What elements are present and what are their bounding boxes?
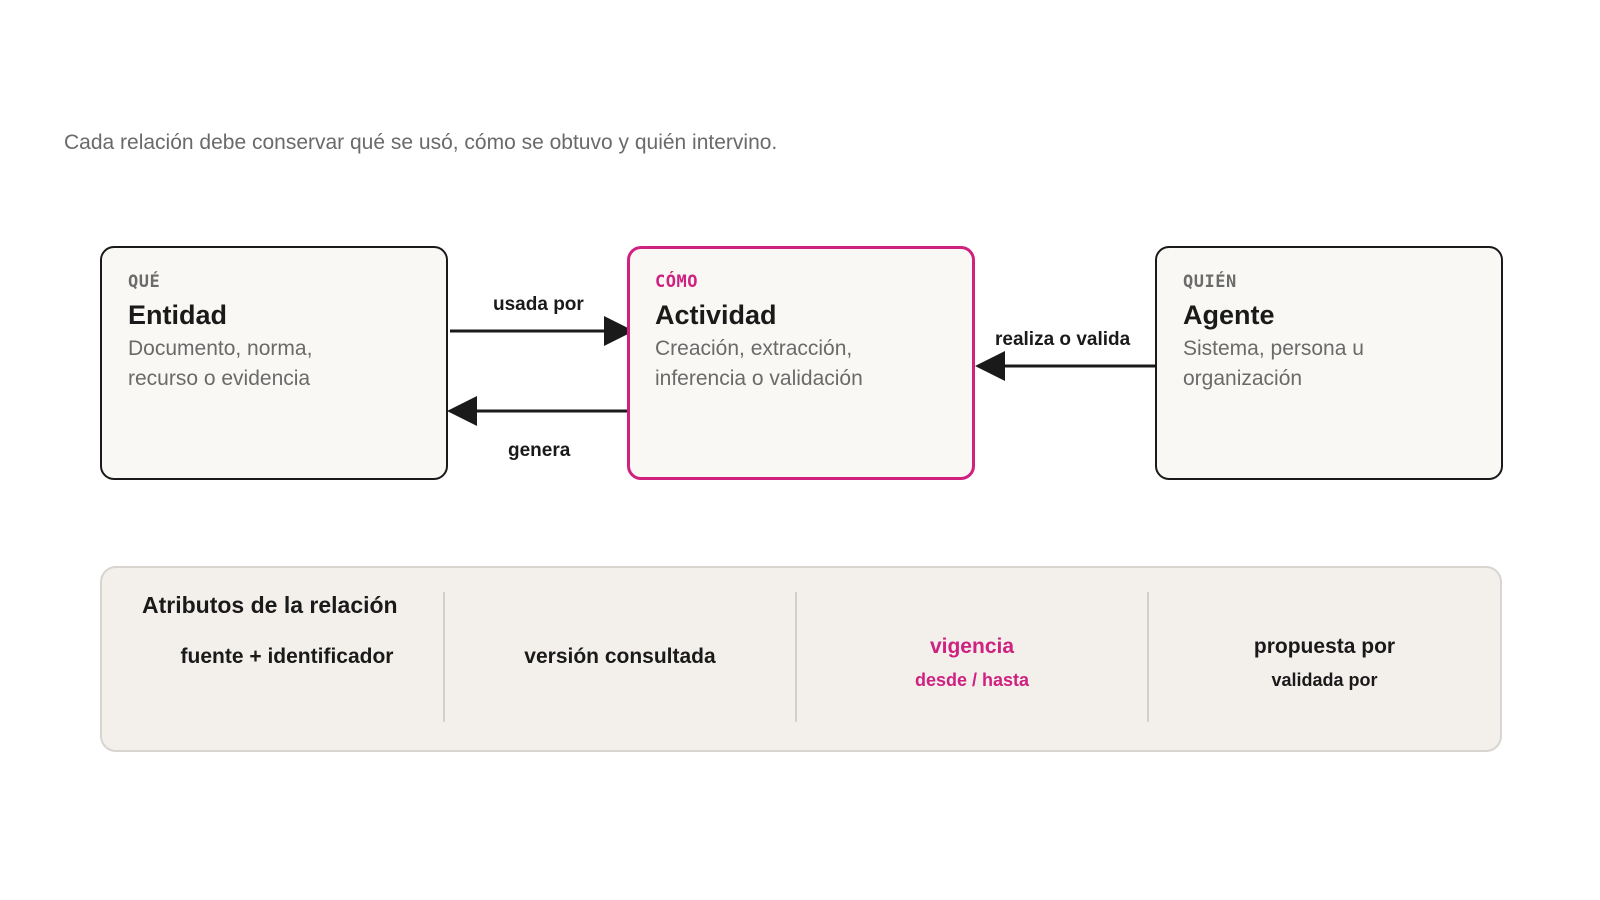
- node-kicker: CÓMO: [655, 272, 698, 292]
- edge-label-generates: genera: [508, 440, 571, 461]
- node-kicker: QUIÉN: [1183, 272, 1237, 292]
- divider: [795, 592, 797, 722]
- node-description: Documento, norma, recurso o evidencia: [128, 337, 313, 390]
- node-description: Creación, extracción, inferencia o valid…: [655, 337, 863, 390]
- node-description: Sistema, persona u organización: [1183, 337, 1364, 390]
- attributes-title: Atributos de la relación: [142, 592, 398, 618]
- node-agent: QUIÉN Agente Sistema, persona u organiza…: [1155, 246, 1503, 480]
- attribute-label: fuente + identificador: [180, 645, 394, 668]
- divider: [443, 592, 445, 722]
- edge-label-used-by: usada por: [493, 294, 584, 315]
- attribute-validity: vigencia desde / hasta: [797, 634, 1147, 692]
- edge-generates: [447, 396, 627, 426]
- arrowhead-left-icon: [975, 351, 1005, 381]
- node-kicker: QUÉ: [128, 272, 161, 292]
- attribute-label: versión consultada: [524, 645, 716, 668]
- attribute-sublabel: validada por: [1271, 670, 1378, 690]
- attribute-authorship: propuesta por validada por: [1149, 634, 1500, 692]
- edge-performs: [975, 351, 1157, 381]
- attribute-label: propuesta por: [1253, 635, 1396, 658]
- divider: [1147, 592, 1149, 722]
- page-subtitle: Cada relación debe conservar qué se usó,…: [64, 131, 778, 154]
- node-title: Actividad: [655, 300, 777, 330]
- attributes-panel: Atributos de la relación fuente + identi…: [100, 566, 1502, 752]
- attribute-sublabel: desde / hasta: [914, 670, 1030, 690]
- attribute-label: vigencia: [929, 635, 1015, 658]
- arrowhead-left-icon: [447, 396, 477, 426]
- edge-used-by: [450, 316, 634, 346]
- node-title: Entidad: [128, 300, 227, 330]
- node-activity: CÓMO Actividad Creación, extracción, inf…: [627, 246, 975, 480]
- node-title: Agente: [1183, 300, 1275, 330]
- node-entity: QUÉ Entidad Documento, norma, recurso o …: [100, 246, 448, 480]
- edge-label-performs: realiza o valida: [995, 329, 1131, 350]
- attribute-version: versión consultada: [445, 644, 795, 670]
- attribute-source: fuente + identificador: [142, 644, 432, 670]
